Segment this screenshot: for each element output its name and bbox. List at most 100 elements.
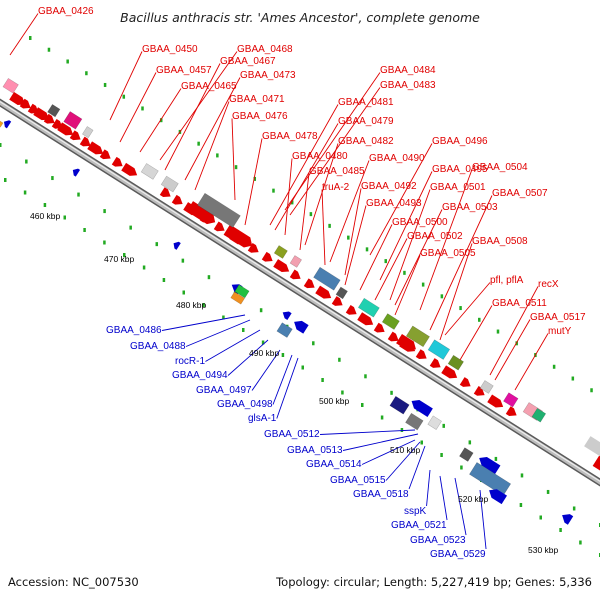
forward-leader-line (394, 209, 443, 306)
tick-mark (43, 203, 47, 207)
tick-mark (122, 94, 126, 99)
tick-mark (242, 328, 245, 332)
tick-mark (182, 290, 185, 295)
forward-gene-arrow (289, 269, 301, 280)
reverse-gene-label: GBAA_0529 (430, 549, 486, 560)
forward-leader-line (274, 123, 339, 231)
forward-gene-label: GBAA_0493 (366, 198, 422, 209)
forward-gene-arrow (121, 162, 138, 176)
gene-box (63, 111, 83, 130)
forward-gene-label: GBAA_0482 (338, 136, 394, 147)
forward-leader-line (419, 169, 473, 311)
tick-mark (47, 47, 51, 52)
gene-box (389, 395, 410, 415)
gene-box (2, 77, 19, 94)
reverse-leader-line (251, 349, 281, 391)
scale-label: 520 kbp (458, 494, 489, 504)
reverse-gene-arrow (562, 514, 574, 525)
forward-leader-line (429, 195, 493, 331)
forward-leader-line (269, 104, 339, 226)
gene-box (503, 392, 519, 408)
forward-leader-line (344, 188, 362, 276)
forward-gene-label: GBAA_0502 (407, 231, 463, 242)
reverse-gene-label: glsA-1 (248, 413, 277, 424)
tick-mark (347, 235, 350, 240)
reverse-leader-line (342, 433, 419, 451)
forward-gene-label: GBAA_0480 (292, 151, 348, 162)
forward-gene-label: GBAA_0426 (38, 6, 94, 17)
reverse-gene-label: GBAA_0488 (130, 341, 186, 352)
tick-mark (63, 215, 66, 220)
reverse-leader-line (276, 357, 299, 419)
forward-gene-arrow (43, 113, 55, 124)
gene-box (197, 192, 241, 228)
reverse-leader-line (479, 489, 487, 550)
tick-mark (328, 223, 331, 228)
reverse-gene-label: rocR-1 (175, 356, 205, 367)
reverse-leader-line (161, 314, 246, 331)
tick-mark (338, 357, 341, 362)
forward-gene-label: GBAA_0500 (392, 217, 448, 228)
forward-gene-label: GBAA_0476 (232, 111, 288, 122)
forward-leader-line (444, 282, 491, 336)
tick-mark (83, 228, 86, 232)
forward-leader-line (494, 319, 531, 381)
forward-gene-arrow (186, 201, 216, 225)
forward-leader-line (374, 238, 408, 301)
reverse-leader-line (205, 329, 261, 362)
tick-mark (253, 176, 257, 181)
gene-box (313, 266, 341, 291)
forward-gene-label: GBAA_0457 (156, 65, 212, 76)
tick-mark (162, 278, 166, 282)
forward-gene-arrow (387, 331, 399, 342)
tick-mark (207, 275, 211, 280)
tick-mark (159, 118, 163, 123)
forward-gene-label: GBAA_0450 (142, 44, 198, 55)
forward-gene-arrow (441, 365, 458, 379)
forward-gene-label: GBAA_0483 (380, 80, 436, 91)
tick-mark (181, 258, 185, 263)
forward-leader-line (329, 160, 370, 263)
tick-mark (197, 141, 200, 146)
forward-leader-line (119, 72, 157, 143)
forward-gene-label: GBAA_0490 (369, 153, 425, 164)
tick-mark (103, 82, 107, 87)
forward-gene-arrow (171, 194, 183, 205)
tick-mark (400, 428, 404, 432)
tick-mark (579, 540, 582, 545)
tick-mark (261, 340, 265, 345)
tick-mark (403, 270, 406, 275)
reverse-leader-line (454, 477, 467, 536)
reverse-leader-line (385, 441, 421, 481)
scale-label: 480 kbp (176, 300, 207, 310)
tick-mark (85, 71, 88, 76)
reverse-leader-line (361, 439, 416, 465)
tick-mark (25, 159, 28, 164)
tick-mark (216, 153, 219, 158)
gene-box (234, 284, 250, 299)
tick-mark (301, 365, 304, 370)
scale-label: 500 kbp (319, 396, 350, 406)
tick-mark (478, 317, 481, 322)
forward-gene-arrow (396, 333, 416, 351)
forward-gene-arrow (111, 156, 123, 167)
forward-leader-line (231, 118, 236, 201)
tick-mark (0, 143, 2, 147)
forward-gene-arrow (247, 242, 259, 253)
tick-mark (309, 212, 313, 217)
reverse-leader-line (439, 475, 448, 521)
tick-mark (380, 415, 384, 420)
gene-box (160, 175, 179, 193)
forward-gene-label: GBAA_0492 (361, 181, 417, 192)
gene-box (469, 462, 512, 496)
tick-mark (468, 440, 472, 445)
gene-box (47, 104, 61, 118)
tick-mark (272, 188, 275, 193)
forward-leader-line (389, 189, 431, 301)
gene-box (459, 447, 474, 462)
label-leader-lines (9, 13, 549, 550)
tick-mark (361, 403, 364, 407)
gene-box (531, 407, 547, 423)
reverse-leader-line (185, 319, 251, 347)
